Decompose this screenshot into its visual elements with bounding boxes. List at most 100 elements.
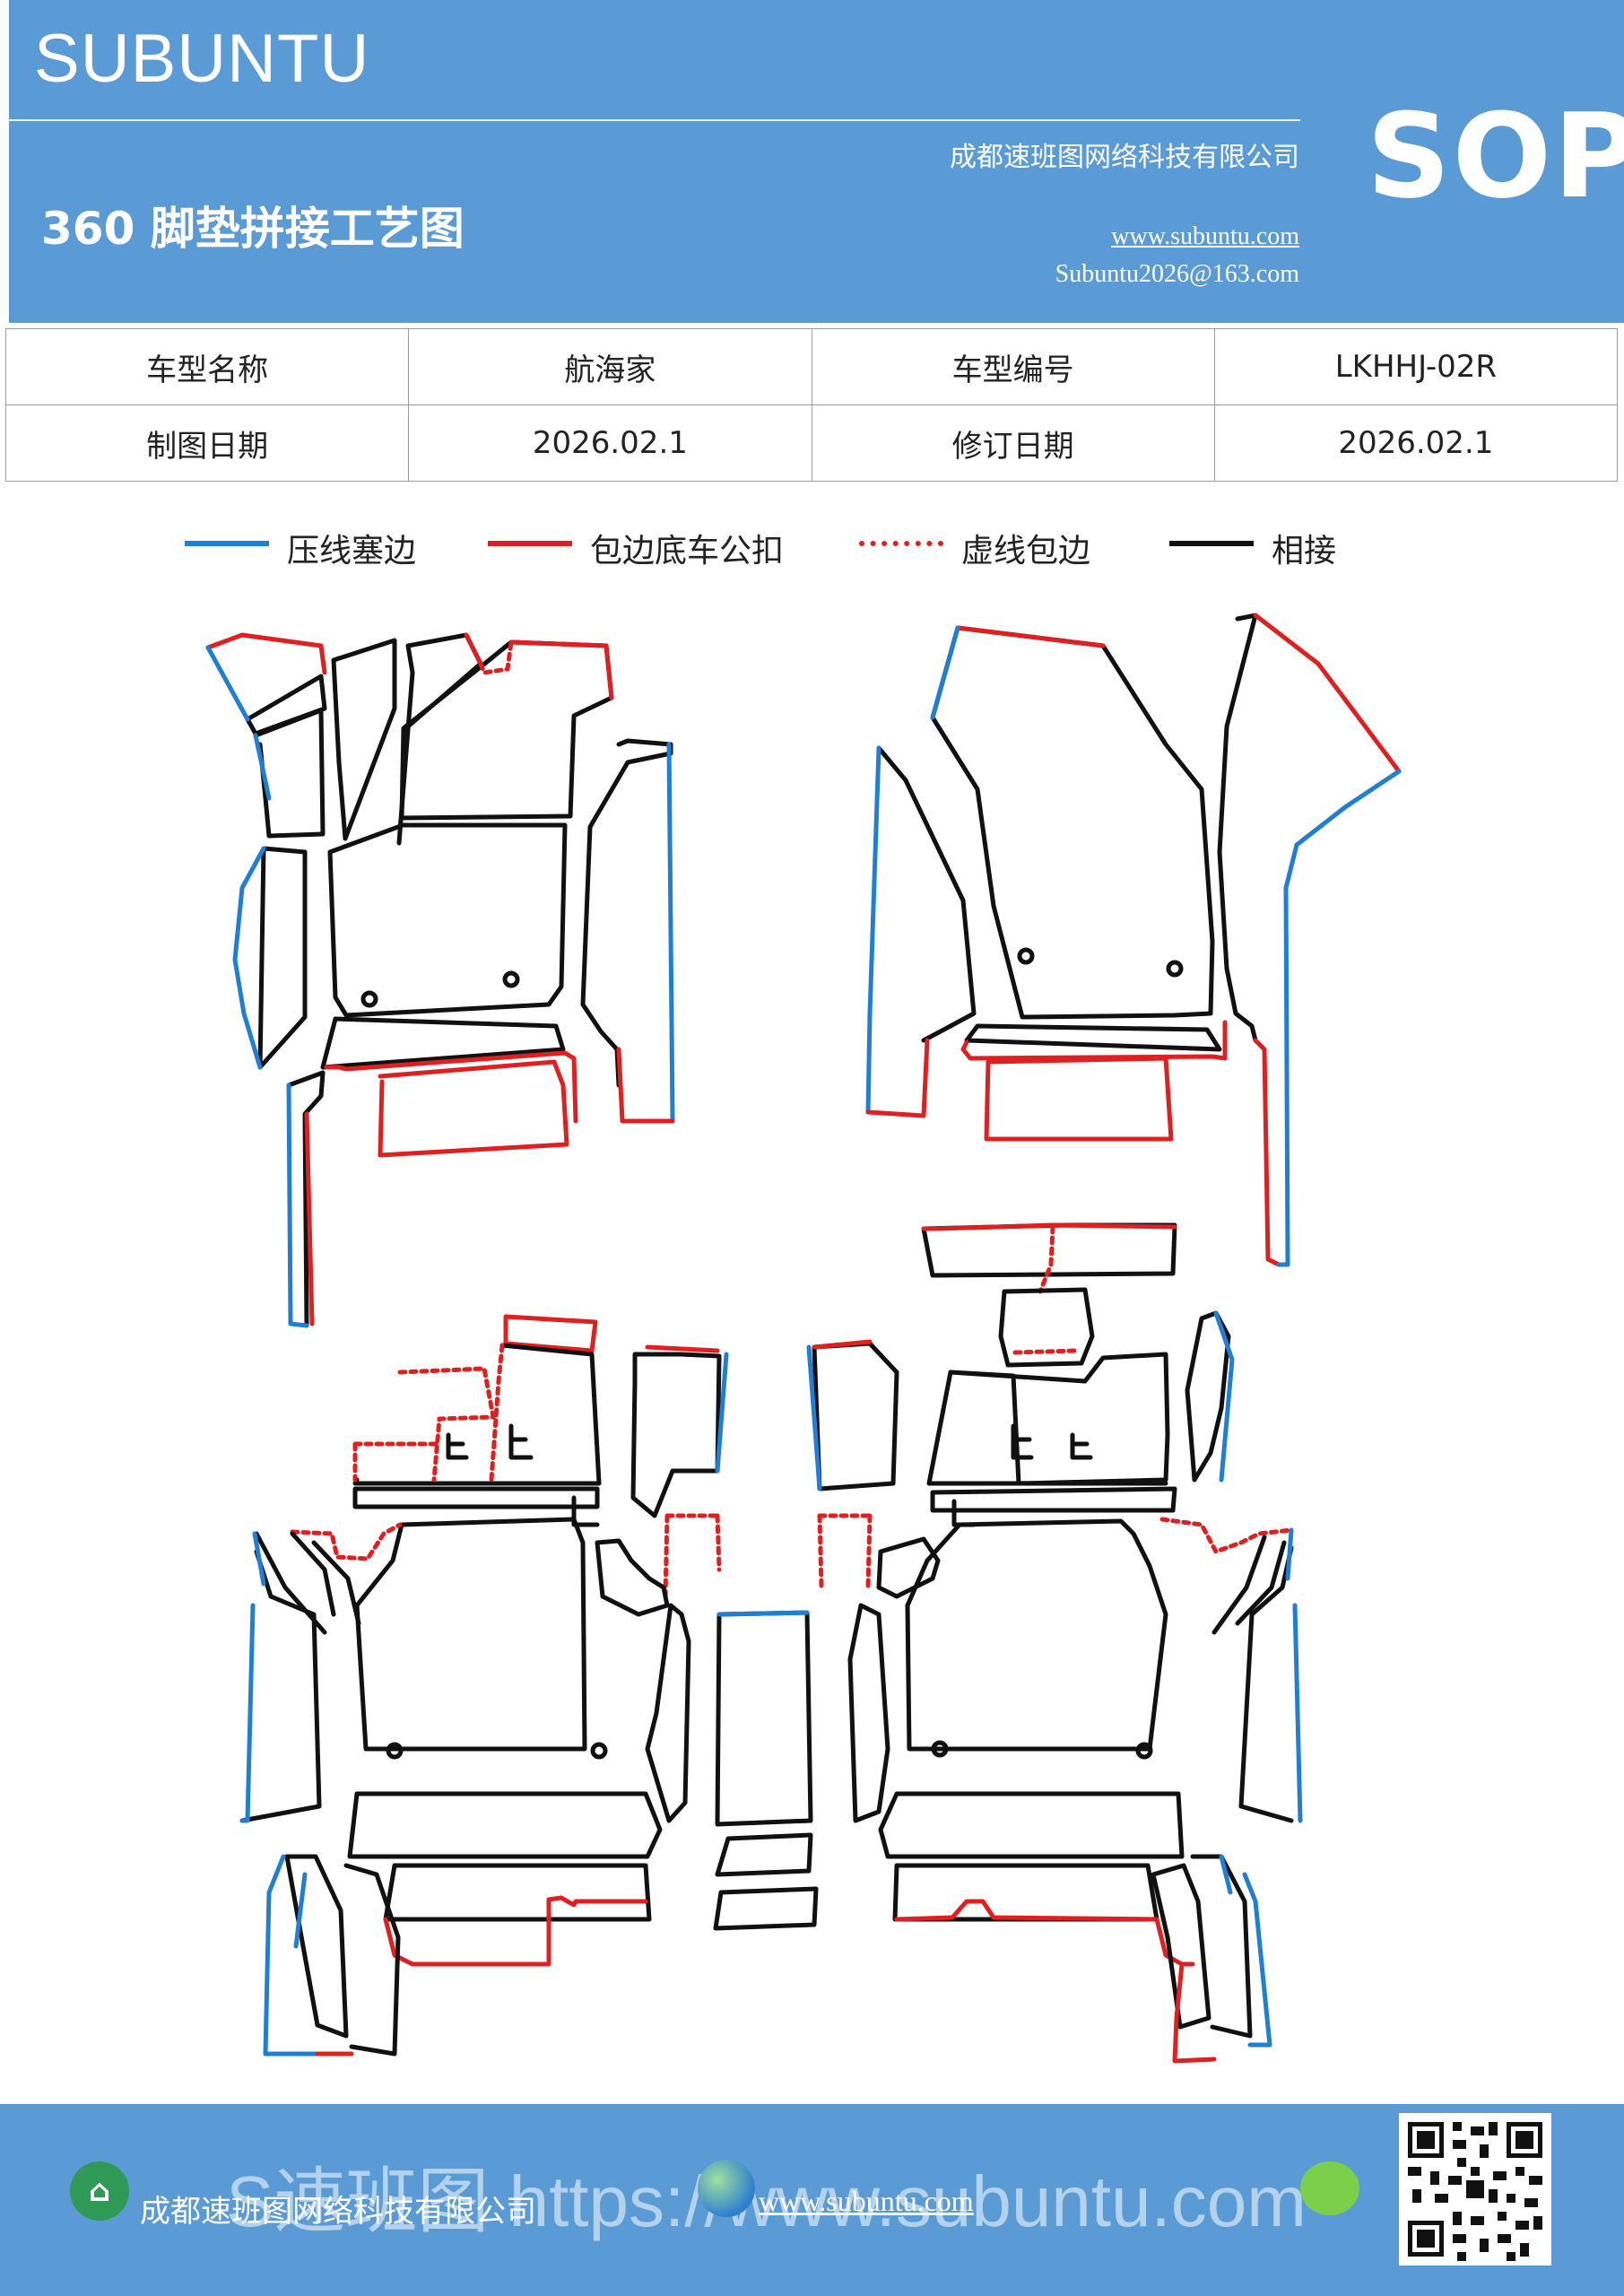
fl-main-top-dotted (478, 639, 514, 675)
fl-main-body (327, 822, 568, 1018)
fr-right-strip (1217, 613, 1258, 1043)
rr-left-upper-blue (806, 1344, 822, 1492)
rl-side-blue (239, 1531, 266, 1823)
table-cell: 2026.02.1 (408, 404, 812, 482)
table-cell: 修订日期 (811, 404, 1215, 482)
fr-main-red (955, 625, 1106, 648)
rr-right-blue (1285, 1527, 1303, 1823)
rr-corner-pieces (1151, 1854, 1253, 2039)
fl-door-strip-red (304, 1111, 315, 1326)
rl-hole-right (590, 1742, 608, 1760)
building-icon: ⌂ (70, 2161, 129, 2221)
table-cell: 2026.02.1 (1213, 404, 1619, 482)
website-link[interactable]: www.subuntu.com (1111, 222, 1299, 250)
table-cell: 制图日期 (4, 404, 410, 482)
fl-right-strip (396, 632, 483, 846)
front-right-mat-group (865, 613, 1402, 1267)
legend-swatch (185, 541, 269, 546)
rl-buckle-bar (571, 1495, 600, 1527)
rr-corner-blue (1219, 1854, 1272, 2048)
rr-left-dotted (817, 1513, 873, 1590)
rr-left-mid (876, 1536, 941, 1599)
rl-buckle-left (446, 1432, 469, 1460)
rr-right-dotted (1159, 1517, 1294, 1554)
brand-name: SUBUNTU (34, 21, 370, 97)
legend-label: 相接 (1272, 533, 1337, 570)
rl-right-upper (630, 1352, 722, 1518)
fl-heel-pad (378, 1059, 569, 1158)
rl-right-long (645, 1603, 691, 1823)
rr-right-pieces (1211, 1535, 1294, 1823)
rr-main-upper (948, 1352, 1170, 1486)
table-cell: 航海家 (408, 328, 812, 405)
table-cell: LKHHJ-02R (1213, 328, 1619, 405)
rl-corner-blue (263, 1854, 320, 2057)
rl-hump-bar (347, 1791, 663, 1859)
rr-buckle-bar (951, 1499, 977, 1527)
fr-left-side (876, 745, 977, 1043)
rr-left-upper (812, 1341, 899, 1492)
fl-main-top-red (464, 632, 614, 700)
footer-watermark: S速班图 https://www.subuntu.com (226, 2161, 1307, 2241)
rl-hole-left (386, 1742, 404, 1760)
rr-hump-bar (878, 1791, 1185, 1859)
rr-corner-red (1172, 1961, 1217, 2064)
rr-buckle-right (1070, 1432, 1093, 1460)
fl-hole-left (360, 990, 378, 1008)
footer-website-link[interactable]: www.subuntu.com (759, 2185, 974, 2217)
rl-side-pieces (239, 1531, 361, 1823)
header-divider (9, 119, 1300, 121)
globe-icon (698, 2160, 755, 2217)
fl-center-strip (331, 638, 397, 841)
contact-email[interactable]: Subuntu2026@163.com (1055, 260, 1299, 288)
rl-hump-red (383, 1895, 648, 1967)
rr-main-upper-left (926, 1370, 1168, 1486)
legend-swatch (859, 541, 943, 546)
document-title: 360 脚垫拼接工艺图 (41, 203, 465, 255)
fl-top-small-piece-red (205, 632, 327, 675)
fl-top-small-piece (245, 674, 327, 736)
fl-right-side-blue (666, 742, 675, 1124)
rl-corner-pieces (284, 1854, 401, 2057)
rl-main-body (354, 1517, 587, 1752)
rl-right-mid (595, 1538, 670, 1617)
center-hump-top (715, 1832, 813, 1877)
fr-main (930, 625, 1215, 1020)
rl-seat-bar (352, 1486, 600, 1509)
rr-hump-bar-lower (892, 1863, 1159, 1922)
rear-right-mat-group (806, 1222, 1303, 2064)
sop-badge: SOP (1367, 88, 1624, 224)
rr-upper-body (998, 1287, 1095, 1368)
legend-label: 虚线包边 (961, 533, 1091, 570)
page-header: SUBUNTU 成都速班图网络科技有限公司 360 脚垫拼接工艺图 www.su… (9, 0, 1624, 323)
rl-right-upper-blue (715, 1352, 729, 1474)
rl-top-tab (503, 1314, 598, 1353)
table-cell: 车型编号 (811, 328, 1215, 405)
rr-top-dotted (1038, 1224, 1055, 1294)
fr-hole-left (1017, 947, 1035, 965)
fr-heel-pad (984, 1056, 1174, 1142)
fl-left-side-piece-blue (232, 846, 266, 1070)
rr-top-tab-red (921, 1222, 1177, 1231)
fr-heel-bar (964, 1023, 1222, 1052)
fl-door-strip (286, 1070, 326, 1328)
legend-label: 包边底车公扣 (590, 533, 785, 570)
rl-upper-dotted (352, 1343, 505, 1483)
rr-right-side-blue (1213, 1310, 1235, 1483)
rl-buckle-right (508, 1423, 534, 1460)
rr-buckle-left (1011, 1423, 1034, 1460)
page-footer: S速班图 https://www.subuntu.com ⌂ 成都速班图网络科技… (0, 2104, 1624, 2296)
footer-company-name: 成都速班图网络科技有限公司 (140, 2194, 536, 2230)
rr-upper-dotted (1012, 1348, 1079, 1355)
legend-swatch (488, 541, 572, 546)
center-tunnel (715, 1610, 813, 1827)
table-row: 制图日期 2026.02.1 修订日期 2026.02.1 (4, 404, 1619, 482)
fr-main-blue (930, 625, 960, 720)
fl-heel-bar-red (324, 1050, 578, 1124)
rl-right-dotted (663, 1513, 722, 1599)
qr-code-icon (1399, 2113, 1551, 2266)
center-tunnel-blue (716, 1610, 810, 1617)
fr-left-side-red (865, 1038, 930, 1118)
table-cell: 车型名称 (4, 328, 410, 405)
rr-seat-bar (930, 1486, 1177, 1513)
